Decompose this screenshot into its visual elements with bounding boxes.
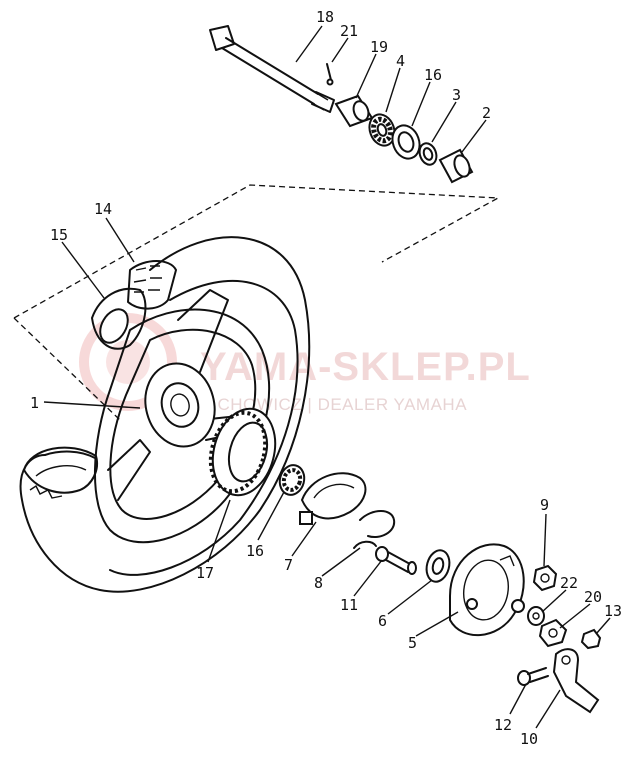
callout-8: 8 xyxy=(314,574,323,592)
callout-14: 14 xyxy=(94,200,112,218)
callout-15: 15 xyxy=(50,226,68,244)
watermark-title: YAMA-SKLEP.PL xyxy=(200,345,531,389)
washer-part xyxy=(527,606,545,626)
tube-part xyxy=(91,287,147,350)
callout-17: 17 xyxy=(196,564,214,582)
callout-19: 19 xyxy=(370,38,388,56)
callout-labels: 18 21 19 4 16 3 2 14 15 1 17 16 7 8 11 6… xyxy=(30,8,622,748)
brake-shoe-part xyxy=(299,472,367,525)
bolt-part xyxy=(517,667,549,686)
callout-7: 7 xyxy=(284,556,293,574)
pin-part xyxy=(326,63,334,86)
rim-band-part xyxy=(127,260,177,310)
nut-part xyxy=(532,564,558,592)
oil-seal-upper-part xyxy=(391,124,421,160)
callout-1: 1 xyxy=(30,394,39,412)
bearing-upper-part xyxy=(368,113,396,147)
brake-arm-part xyxy=(552,648,600,714)
callout-4: 4 xyxy=(396,52,405,70)
brake-plate-part xyxy=(449,543,525,636)
callout-21: 21 xyxy=(340,22,358,40)
spacer-part xyxy=(334,94,374,128)
callout-2: 2 xyxy=(482,104,491,122)
camshaft-part xyxy=(375,546,417,575)
callout-9: 9 xyxy=(540,496,549,514)
wheel-rim xyxy=(93,289,271,544)
callout-16-upper: 16 xyxy=(424,66,442,84)
spring-part xyxy=(353,510,396,549)
callout-13: 13 xyxy=(604,602,622,620)
callout-12: 12 xyxy=(494,716,512,734)
callout-18: 18 xyxy=(316,8,334,26)
callout-5: 5 xyxy=(408,634,417,652)
callout-22: 22 xyxy=(560,574,578,592)
callout-6: 6 xyxy=(378,612,387,630)
nut-small-part xyxy=(580,628,602,650)
callout-10: 10 xyxy=(520,730,538,748)
reference-frame xyxy=(13,184,501,421)
bearing-lower-part xyxy=(278,464,306,496)
leader-lines xyxy=(43,25,611,729)
collar-part xyxy=(438,148,474,184)
circlip-part xyxy=(418,142,438,166)
castle-nut-part xyxy=(538,618,568,648)
seal-part xyxy=(425,549,451,583)
callout-16-lower: 16 xyxy=(246,542,264,560)
callout-3: 3 xyxy=(452,86,461,104)
drum-ring-part xyxy=(208,407,277,497)
callout-11: 11 xyxy=(340,596,358,614)
axle-part xyxy=(209,25,335,113)
callout-20: 20 xyxy=(584,588,602,606)
